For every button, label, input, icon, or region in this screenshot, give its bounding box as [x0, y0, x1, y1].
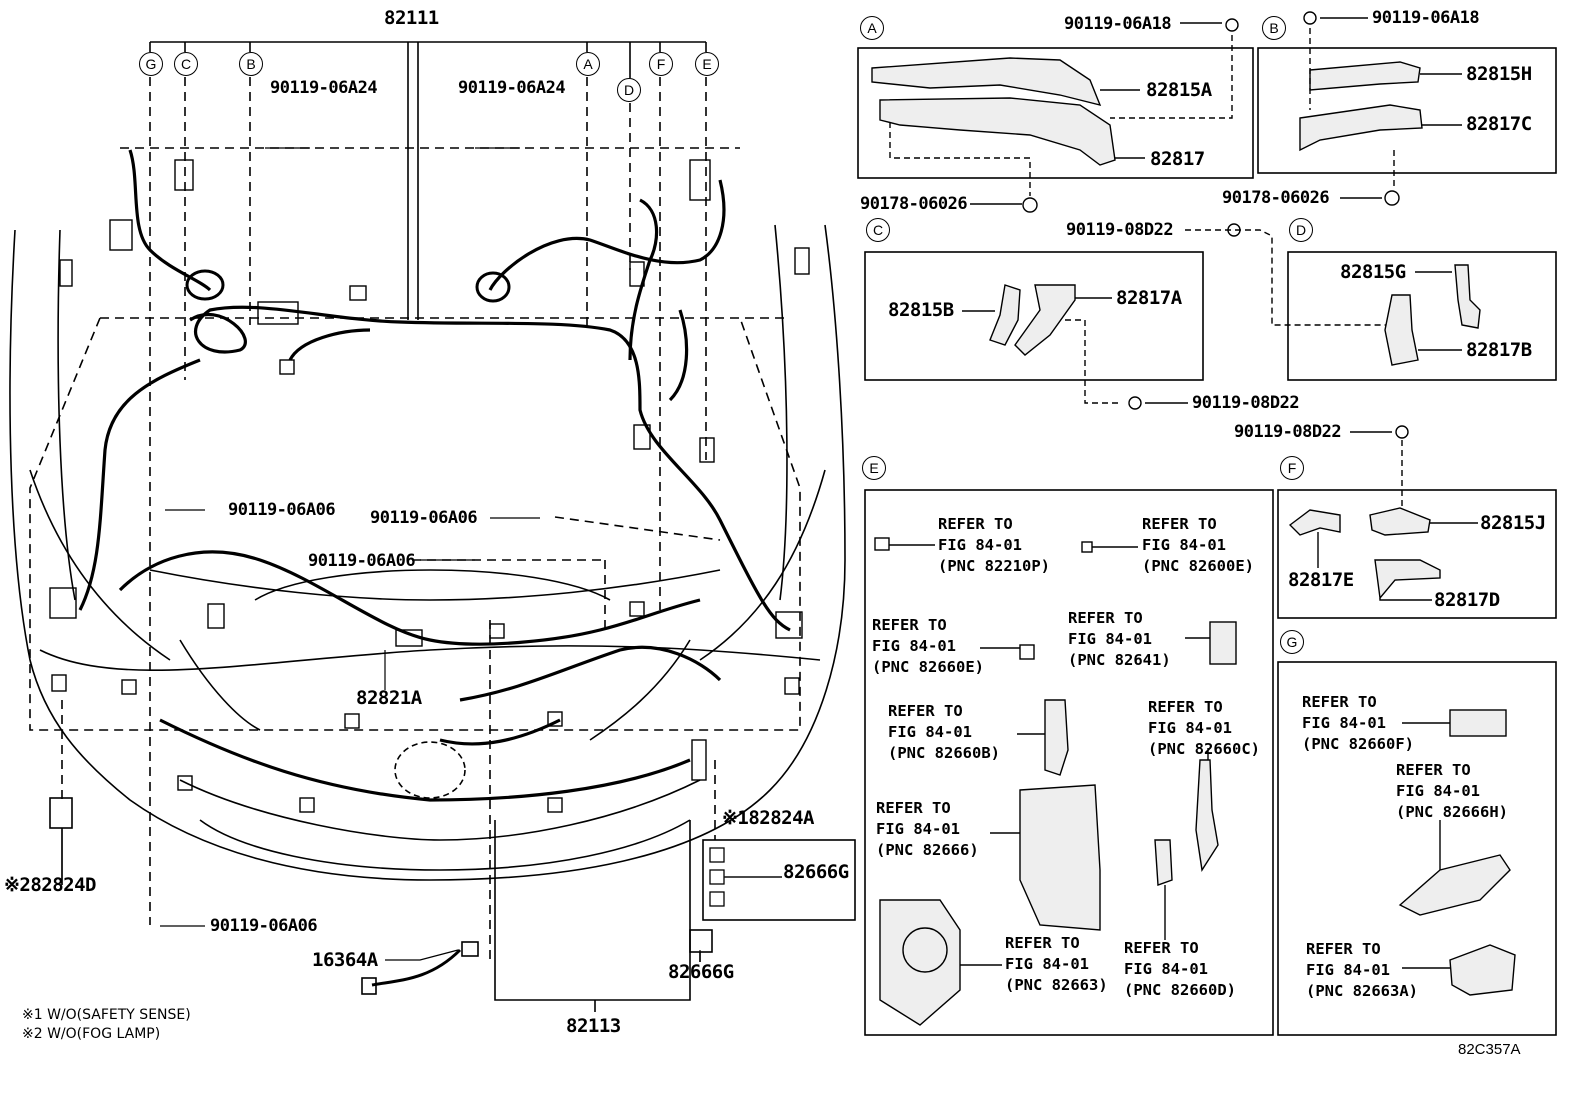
label-82824D: ※282824D — [4, 874, 97, 896]
footnote-1: ※1 W/O(SAFETY SENSE) — [22, 1007, 191, 1023]
engine-bay-dashed-frame — [29, 77, 801, 960]
panel-F-part-82817E: 82817E — [1288, 569, 1354, 591]
panel-E-box — [864, 489, 1274, 1036]
panel-C-bolt-top-label: 90119-08D22 — [1066, 220, 1174, 240]
callout-F: F — [649, 52, 673, 76]
sensor-16364A-shape — [361, 941, 479, 995]
callout-G: G — [139, 52, 163, 76]
grommets — [185, 269, 511, 799]
panel-A-box — [857, 47, 1254, 179]
panel-A-part-82815A: 82815A — [1146, 79, 1212, 101]
bracket-82111 — [149, 41, 707, 320]
panel-B-clip-label: 90178-06026 — [1222, 188, 1330, 208]
leader-lines — [61, 147, 782, 962]
label-90119-06A06-left: 90119-06A06 — [228, 500, 336, 520]
panel-B-bolt-label: 90119-06A18 — [1372, 8, 1480, 28]
panel-B-box — [1257, 47, 1557, 174]
callout-E: E — [695, 52, 719, 76]
panel-E-tag: E — [862, 456, 886, 480]
callout-D: D — [617, 78, 641, 102]
callout-B: B — [239, 52, 263, 76]
harness-connectors — [49, 159, 810, 813]
panel-C-parts — [962, 223, 1390, 410]
wire-harness — [78, 149, 791, 802]
panel-C-tag: C — [866, 218, 890, 242]
label-82666G-box: 82666G — [783, 861, 849, 883]
panel-F-part-82815J: 82815J — [1480, 512, 1546, 534]
panel-D-parts — [1350, 264, 1481, 510]
panel-A-clip-label: 90178-06026 — [860, 194, 968, 214]
panel-F-parts — [1288, 507, 1478, 601]
box-82824A — [702, 839, 856, 921]
panel-G-box — [1277, 661, 1557, 1036]
panel-D-part-82815G: 82815G — [1340, 261, 1406, 283]
panel-D-part-82817B: 82817B — [1466, 339, 1532, 361]
connector-82824D-shape — [49, 797, 73, 885]
panel-D-bolt-label: 90119-08D22 — [1234, 422, 1342, 442]
panel-B-parts — [1299, 11, 1462, 206]
panel-B-part-82815H: 82815H — [1466, 63, 1532, 85]
label-82821A: 82821A — [356, 687, 422, 709]
figure-id: 82C357A — [1458, 1041, 1521, 1058]
panel-borders — [857, 47, 1557, 1036]
panel-A-bolt-label: 90119-06A18 — [1064, 14, 1172, 34]
label-82666G-bottom: 82666G — [668, 961, 734, 983]
panel-F-box — [1277, 489, 1557, 619]
panel-A-parts — [871, 18, 1239, 213]
footnote-2: ※2 W/O(FOG LAMP) — [22, 1026, 161, 1042]
panel-G-tag: G — [1280, 630, 1304, 654]
panel-G-parts — [1398, 709, 1516, 996]
panel-E-parts — [874, 537, 1237, 1026]
panel-D-box — [1287, 251, 1557, 381]
label-82113: 82113 — [566, 1015, 621, 1037]
panel-F-part-82817D: 82817D — [1434, 589, 1500, 611]
panel-C-part-82817A: 82817A — [1116, 287, 1182, 309]
panel-B-tag: B — [1262, 16, 1286, 40]
panel-F-tag: F — [1280, 456, 1304, 480]
panel-C-part-82815B: 82815B — [888, 299, 954, 321]
vehicle-body-outline — [9, 224, 846, 881]
panel-C-bolt-bottom-label: 90119-08D22 — [1192, 393, 1300, 413]
label-90119-06A24-right: 90119-06A24 — [458, 78, 566, 98]
label-90119-06A24-left: 90119-06A24 — [270, 78, 378, 98]
panel-A-part-82817: 82817 — [1150, 148, 1205, 170]
panel-D-tag: D — [1289, 218, 1313, 242]
label-82824A: ※182824A — [722, 807, 815, 829]
callout-C: C — [174, 52, 198, 76]
label-90119-06A06-mid: 90119-06A06 — [370, 508, 478, 528]
label-82111: 82111 — [384, 7, 439, 29]
label-90119-06A06-mid2: 90119-06A06 — [308, 551, 416, 571]
label-90119-06A06-bottom: 90119-06A06 — [210, 916, 318, 936]
bracket-82113 — [494, 820, 691, 1001]
panel-B-part-82817C: 82817C — [1466, 113, 1532, 135]
connector-82666G-shape — [689, 929, 713, 962]
callout-A: A — [576, 52, 600, 76]
label-16364A: 16364A — [312, 949, 378, 971]
panel-A-tag: A — [860, 16, 884, 40]
panel-C-box — [864, 251, 1204, 381]
